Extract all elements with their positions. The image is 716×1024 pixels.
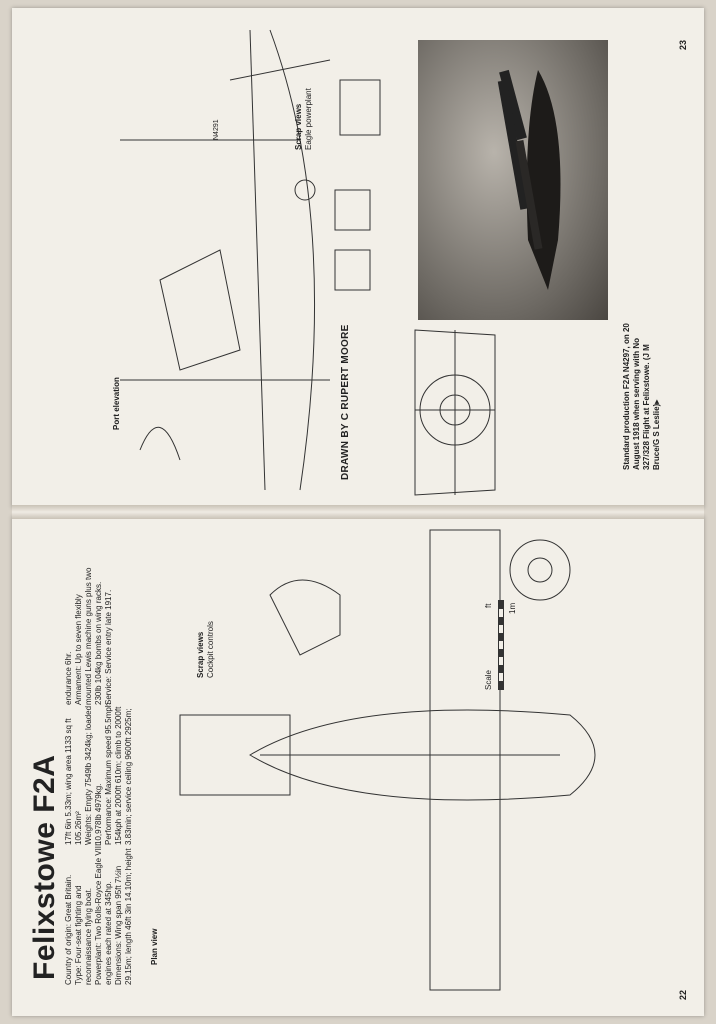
scale-ft: ft: [484, 603, 493, 608]
scale-m: 1m: [508, 602, 517, 614]
scrap-cockpit-sub: Cockpit controls: [206, 621, 215, 678]
scale-label: Scale: [484, 669, 493, 690]
scrap-engine-sub: Eagle powerplant: [304, 88, 313, 150]
spec-column-1: Country of origin: Great Britain.Type: F…: [64, 843, 133, 985]
port-elevation-drawing: [120, 29, 331, 491]
scrap-engine-title: Scrap views: [294, 103, 303, 150]
port-elevation-label: Port elevation: [112, 377, 121, 430]
page-title: Felixstowe F2A: [28, 754, 61, 980]
aircraft-photo: [418, 40, 608, 320]
left-page: [12, 516, 704, 1016]
engine-scrap-drawing: [334, 79, 381, 291]
tail-drawing: [414, 329, 496, 496]
drawing-credit: DRAWN BY C RUPERT MOORE: [340, 324, 351, 480]
page-number-right: 23: [678, 39, 688, 50]
serial-label: N4291: [213, 119, 220, 140]
page-number-left: 22: [678, 989, 688, 1000]
scrap-cockpit-title: Scrap views: [196, 631, 205, 678]
scale-bar: [498, 600, 504, 690]
book-spine: [12, 505, 704, 519]
plan-view-label: Plan view: [150, 928, 159, 965]
plan-view-drawing: [179, 529, 596, 991]
spec-column-3: endurance 6hr.Armament: Up to seven flex…: [64, 567, 113, 705]
